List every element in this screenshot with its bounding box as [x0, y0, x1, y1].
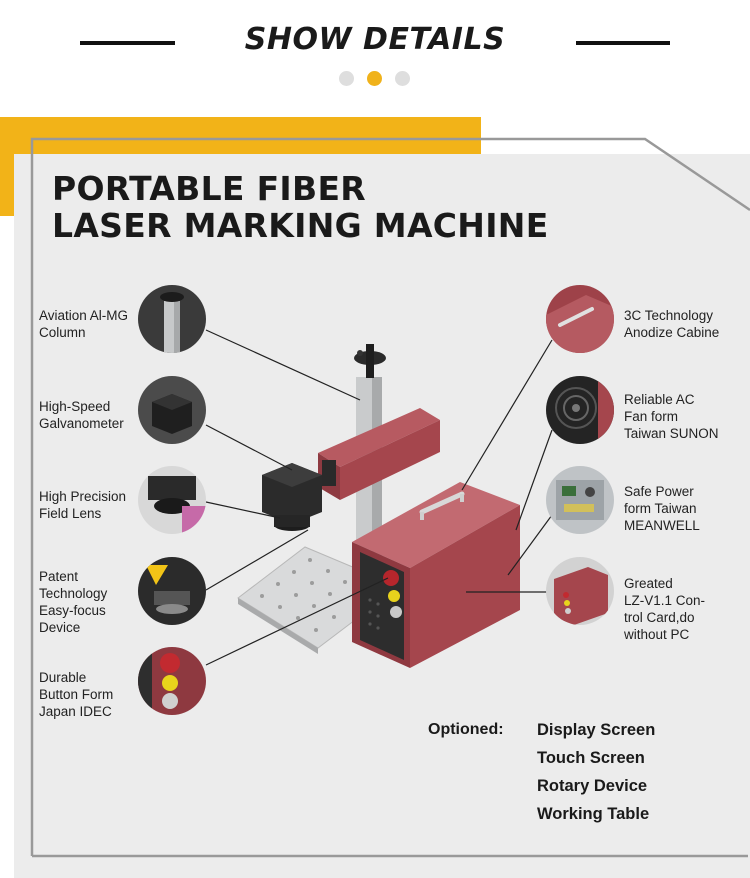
focus-device-icon	[138, 557, 206, 625]
red-laser-arm	[318, 408, 440, 467]
field-lens-icon	[138, 466, 206, 534]
option-touch-screen: Touch Screen	[537, 749, 645, 767]
cabinet-icon	[546, 285, 614, 353]
feature-label-field-lens: High Precision Field Lens	[39, 489, 127, 521]
options-label: Optioned:	[428, 721, 504, 738]
control-cabinet-top	[352, 482, 520, 568]
header-line-left	[80, 41, 175, 45]
product-title-line-2: LASER MARKING MACHINE	[52, 206, 549, 245]
yellow-button	[388, 590, 400, 602]
key-switch	[390, 606, 402, 618]
feature-label-galvanometer: High-Speed Galvanometer	[39, 399, 124, 431]
column-top-icon	[138, 285, 206, 353]
buttons-icon	[138, 647, 206, 715]
emergency-stop-button	[383, 570, 399, 586]
feature-label-power: Safe Power form Taiwan MEANWELL	[624, 484, 700, 533]
feature-label-cabinet: 3C Technology Anodize Cabine	[624, 308, 720, 340]
power-supply-icon	[546, 466, 614, 534]
feature-label-column: Aviation Al-MG Column	[39, 308, 129, 340]
feature-label-fan: Reliable AC Fan form Taiwan SUNON	[624, 392, 719, 441]
feature-label-buttons: Durable Button Form Japan IDEC	[39, 670, 114, 719]
control-card-icon	[546, 557, 614, 625]
galvanometer-icon	[138, 376, 206, 444]
product-title: PORTABLE FIBER LASER MARKING MACHINE	[52, 170, 549, 244]
carousel-dot-1[interactable]	[339, 71, 354, 86]
fan-icon	[546, 376, 614, 444]
product-title-line-1: PORTABLE FIBER	[52, 169, 366, 208]
carousel-dot-3[interactable]	[395, 71, 410, 86]
working-table-plate	[237, 546, 356, 649]
option-display-screen: Display Screen	[537, 721, 656, 739]
carousel-dot-2-active[interactable]	[367, 71, 382, 86]
option-working-table: Working Table	[537, 805, 650, 823]
section-title: SHOW DETAILS	[244, 22, 506, 57]
control-cabinet-side	[410, 505, 520, 668]
feature-label-focus-device: Patent Technology Easy-focus Device	[39, 569, 108, 635]
option-rotary-device: Rotary Device	[537, 777, 648, 795]
header-line-right	[576, 41, 670, 45]
feature-label-control-card: Greated LZ-V1.1 Con- trol Card,do withou…	[624, 576, 706, 642]
